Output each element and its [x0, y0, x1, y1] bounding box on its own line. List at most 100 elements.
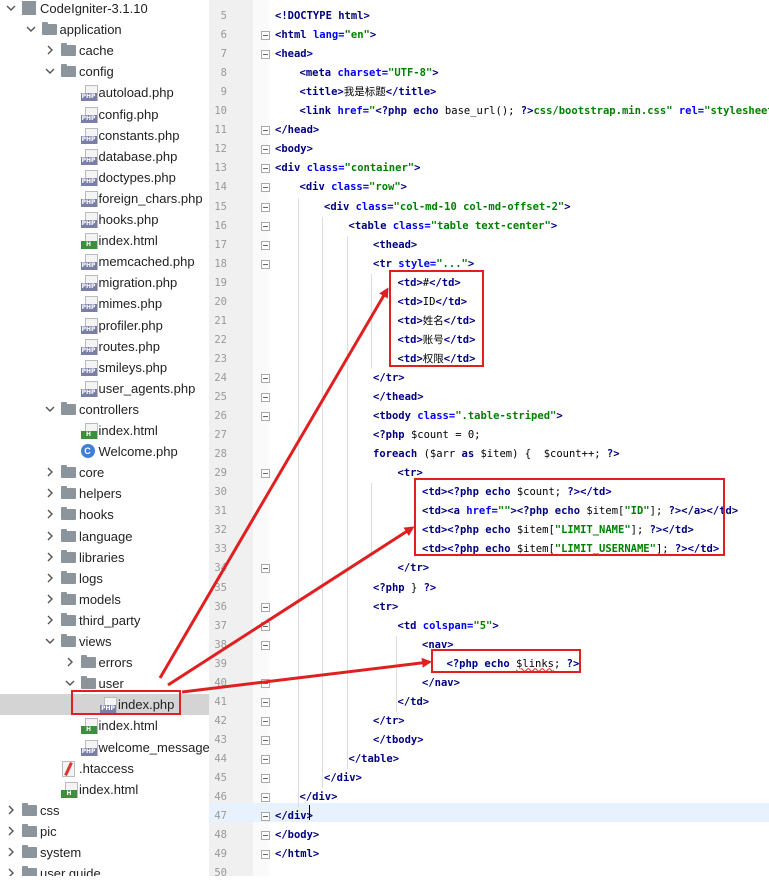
- chevron-right-icon[interactable]: [6, 805, 16, 815]
- chevron-right-icon[interactable]: [45, 573, 55, 583]
- fold-marker-icon[interactable]: [261, 774, 270, 783]
- code-line[interactable]: <thead>: [373, 236, 417, 255]
- tree-item[interactable]: models: [0, 589, 209, 610]
- code-line[interactable]: <td colspan="5">: [398, 617, 499, 636]
- chevron-right-icon[interactable]: [45, 594, 55, 604]
- chevron-right-icon[interactable]: [65, 657, 75, 667]
- tree-item[interactable]: css: [0, 800, 209, 821]
- fold-marker-icon[interactable]: [261, 736, 270, 745]
- tree-item[interactable]: config: [0, 61, 209, 82]
- code-line[interactable]: <tr>: [373, 598, 398, 617]
- fold-marker-icon[interactable]: [261, 412, 270, 421]
- code-editor[interactable]: [269, 0, 769, 876]
- tree-item[interactable]: views: [0, 631, 209, 652]
- code-line[interactable]: </tr>: [373, 712, 405, 731]
- chevron-right-icon[interactable]: [45, 552, 55, 562]
- chevron-right-icon[interactable]: [6, 826, 16, 836]
- chevron-down-icon[interactable]: [65, 678, 75, 688]
- chevron-down-icon[interactable]: [26, 24, 36, 34]
- fold-marker-icon[interactable]: [261, 50, 270, 59]
- chevron-down-icon[interactable]: [45, 404, 55, 414]
- code-line[interactable]: <tbody class=".table-striped">: [373, 407, 563, 426]
- code-line[interactable]: </body>: [275, 826, 319, 845]
- fold-marker-icon[interactable]: [261, 679, 270, 688]
- code-line[interactable]: <table class="table text-center">: [349, 217, 558, 236]
- tree-item[interactable]: CodeIgniter-3.1.10: [0, 0, 209, 19]
- code-line[interactable]: foreach ($arr as $item) { $count++; ?>: [373, 445, 620, 464]
- fold-marker-icon[interactable]: [261, 260, 270, 269]
- code-line[interactable]: <html lang="en">: [275, 26, 376, 45]
- code-line[interactable]: </tbody>: [373, 731, 424, 750]
- code-line[interactable]: <?php } ?>: [373, 579, 436, 598]
- code-line[interactable]: <div class="container">: [275, 159, 420, 178]
- fold-marker-icon[interactable]: [261, 31, 270, 40]
- fold-marker-icon[interactable]: [261, 241, 270, 250]
- fold-marker-icon[interactable]: [261, 603, 270, 612]
- fold-marker-icon[interactable]: [261, 698, 270, 707]
- fold-marker-icon[interactable]: [261, 755, 270, 764]
- fold-marker-icon[interactable]: [261, 641, 270, 650]
- fold-marker-icon[interactable]: [261, 393, 270, 402]
- code-line[interactable]: <div class="col-md-10 col-md-offset-2">: [324, 198, 571, 217]
- fold-marker-icon[interactable]: [261, 831, 270, 840]
- tree-item[interactable]: third_party: [0, 610, 209, 631]
- fold-marker-icon[interactable]: [261, 164, 270, 173]
- fold-marker-icon[interactable]: [261, 793, 270, 802]
- tree-item[interactable]: .htaccess: [0, 758, 209, 779]
- tree-item[interactable]: helpers: [0, 483, 209, 504]
- code-line[interactable]: <link href="<?php echo base_url(); ?>css…: [300, 102, 769, 121]
- code-line[interactable]: <div class="row">: [300, 178, 407, 197]
- code-line[interactable]: </td>: [398, 693, 430, 712]
- chevron-right-icon[interactable]: [6, 868, 16, 876]
- code-line[interactable]: </html>: [275, 845, 319, 864]
- tree-item[interactable]: libraries: [0, 547, 209, 568]
- fold-marker-icon[interactable]: [261, 850, 270, 859]
- tree-item[interactable]: hooks: [0, 504, 209, 525]
- code-line[interactable]: </nav>: [422, 674, 460, 693]
- fold-marker-icon[interactable]: [261, 222, 270, 231]
- fold-marker-icon[interactable]: [261, 622, 270, 631]
- code-line[interactable]: <meta charset="UTF-8">: [300, 64, 439, 83]
- chevron-down-icon[interactable]: [6, 3, 16, 13]
- fold-marker-icon[interactable]: [261, 203, 270, 212]
- code-line[interactable]: <!DOCTYPE html>: [275, 7, 370, 26]
- fold-marker-icon[interactable]: [261, 469, 270, 478]
- code-line[interactable]: </div>: [324, 769, 362, 788]
- chevron-right-icon[interactable]: [6, 847, 16, 857]
- chevron-right-icon[interactable]: [45, 509, 55, 519]
- fold-marker-icon[interactable]: [261, 564, 270, 573]
- code-line[interactable]: </tr>: [373, 369, 405, 388]
- chevron-down-icon[interactable]: [45, 66, 55, 76]
- fold-marker-icon[interactable]: [261, 374, 270, 383]
- fold-marker-icon[interactable]: [261, 183, 270, 192]
- code-line[interactable]: </tr>: [398, 559, 430, 578]
- chevron-right-icon[interactable]: [45, 488, 55, 498]
- chevron-right-icon[interactable]: [45, 467, 55, 477]
- code-line[interactable]: </head>: [275, 121, 319, 140]
- tree-item[interactable]: core: [0, 462, 209, 483]
- tree-item[interactable]: pic: [0, 821, 209, 842]
- fold-marker-icon[interactable]: [261, 126, 270, 135]
- code-line[interactable]: <body>: [275, 140, 313, 159]
- code-line[interactable]: <head>: [275, 45, 313, 64]
- chevron-right-icon[interactable]: [45, 615, 55, 625]
- tree-item[interactable]: application: [0, 19, 209, 40]
- code-line[interactable]: <?php $count = 0;: [373, 426, 480, 445]
